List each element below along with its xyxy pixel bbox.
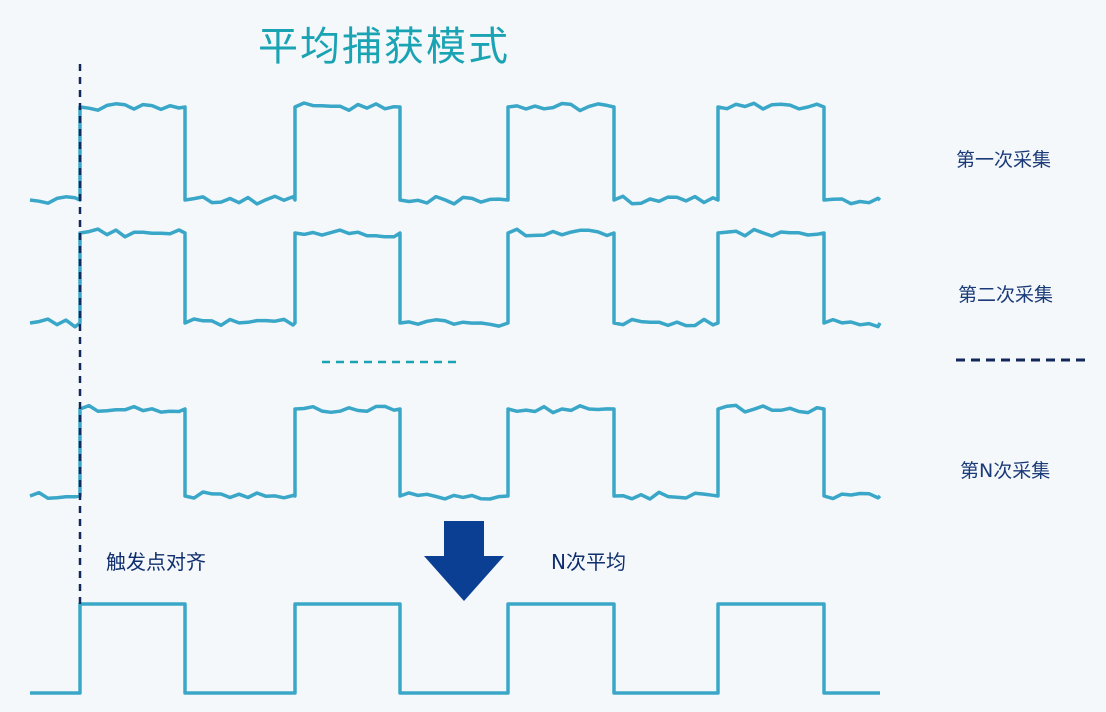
waveform-capture-2: [29, 227, 882, 329]
diagram-title: 平均捕获模式: [258, 24, 510, 70]
label-capture-n: 第N次采集: [960, 460, 1051, 482]
waveform-capture-n: [29, 403, 882, 501]
label-n-average: N次平均: [551, 550, 626, 574]
waveform-capture-1: [29, 101, 882, 206]
label-capture-1: 第一次采集: [956, 149, 1052, 171]
label-trigger-align: 触发点对齐: [106, 550, 206, 574]
down-arrow-icon: [424, 521, 504, 601]
waveform-averaged: [30, 602, 880, 695]
label-capture-2: 第二次采集: [958, 284, 1054, 306]
